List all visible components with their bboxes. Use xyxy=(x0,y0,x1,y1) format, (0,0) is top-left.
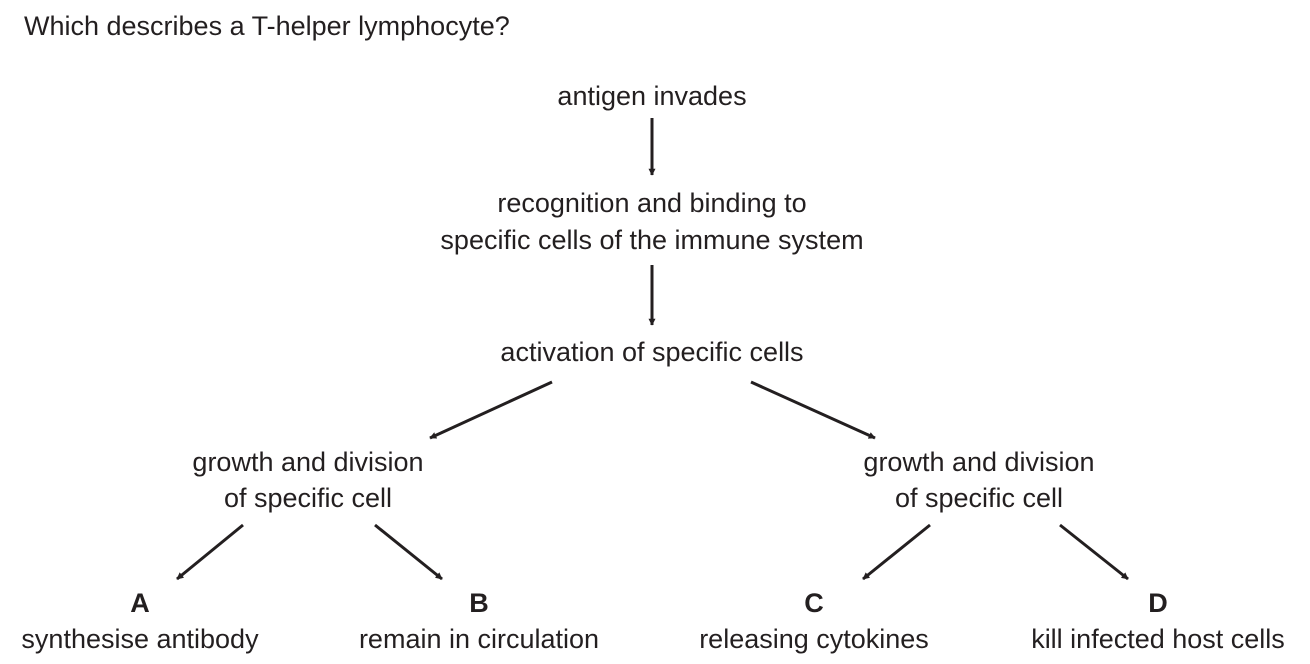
left-branch-line2: of specific cell xyxy=(223,483,393,513)
arrow-right-to-d xyxy=(1059,523,1129,581)
arrow-activation-to-left xyxy=(429,380,553,440)
option-c-text: releasing cytokines xyxy=(699,624,929,654)
right-branch-line2: of specific cell xyxy=(894,483,1064,513)
question-text: Which describes a T-helper lymphocyte? xyxy=(24,11,510,41)
option-b-text: remain in circulation xyxy=(358,624,600,654)
step-recognition-line2: specific cells of the immune system xyxy=(440,225,864,255)
left-branch-line1: growth and division xyxy=(192,447,424,477)
option-c-letter: C xyxy=(804,588,824,618)
step-activation: activation of specific cells xyxy=(500,337,804,367)
right-branch-line1: growth and division xyxy=(863,447,1095,477)
option-d-letter: D xyxy=(1148,588,1168,618)
option-d-text: kill infected host cells xyxy=(1031,624,1285,654)
arrow-left-to-b xyxy=(374,523,443,581)
option-a-letter: A xyxy=(130,588,150,618)
step-recognition-line1: recognition and binding to xyxy=(497,188,807,218)
option-a-text: synthesise antibody xyxy=(21,624,259,654)
arrow-activation-to-right xyxy=(750,380,876,440)
arrow-left-to-a xyxy=(176,523,244,581)
step-antigen-invades: antigen invades xyxy=(557,81,747,111)
option-b-letter: B xyxy=(469,588,489,618)
arrow-right-to-c xyxy=(862,523,931,581)
